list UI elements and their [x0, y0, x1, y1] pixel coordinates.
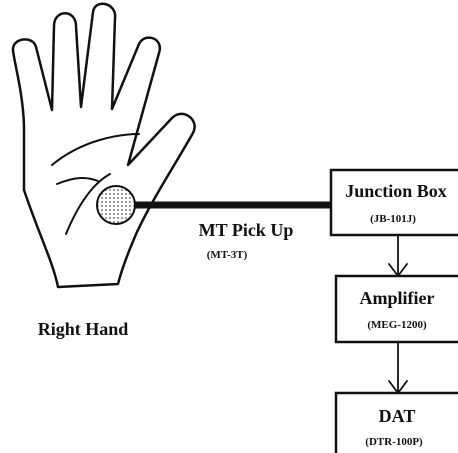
dat-model: (DTR-100P)	[365, 436, 423, 448]
junction-box-frame	[331, 170, 458, 235]
dat-block: DAT (DTR-100P)	[336, 393, 458, 453]
pickup-name: MT Pick Up	[199, 220, 294, 240]
pickup-sensor	[97, 186, 135, 224]
hand-label: Right Hand	[38, 319, 129, 339]
arrow-amplifier-to-dat	[389, 342, 407, 393]
amplifier-model: (MEG-1200)	[367, 319, 427, 331]
junction-box-model: (JB-101J)	[370, 213, 416, 225]
arrow-junction-to-amplifier	[389, 235, 407, 276]
right-hand-drawing	[13, 4, 195, 287]
dat-title: DAT	[379, 406, 416, 426]
amplifier-block: Amplifier (MEG-1200)	[336, 276, 458, 342]
junction-box-block: Junction Box (JB-101J)	[331, 170, 458, 235]
junction-box-title: Junction Box	[345, 181, 447, 201]
amplifier-title: Amplifier	[360, 288, 435, 308]
amplifier-frame	[336, 276, 458, 342]
pickup-model: (MT-3T)	[207, 249, 248, 261]
